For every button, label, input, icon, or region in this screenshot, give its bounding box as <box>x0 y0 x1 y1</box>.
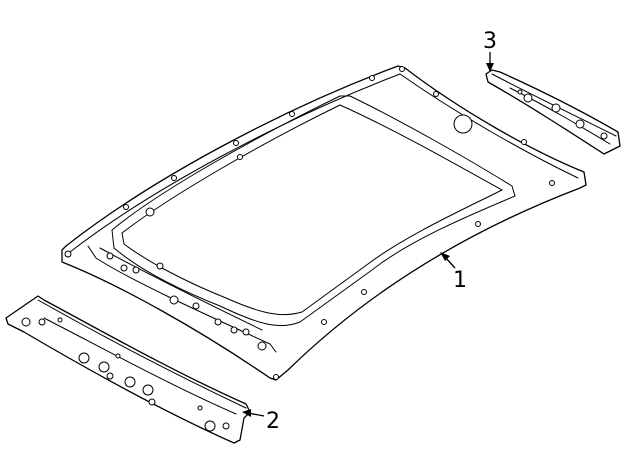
roof-panel-holes <box>64 66 555 380</box>
callout-3: 3 <box>483 29 497 72</box>
front-rail-channel <box>43 317 237 415</box>
rear-rail <box>485 69 621 155</box>
front-rail-flange <box>37 299 247 409</box>
callout-3-label: 3 <box>483 29 497 54</box>
roof-panel <box>61 65 587 381</box>
rear-rail-holes <box>517 89 608 140</box>
front-rail-outline <box>5 295 251 444</box>
front-header-lip-inner <box>99 247 263 331</box>
callout-2-label: 2 <box>266 409 280 434</box>
roof-panel-outline <box>61 65 587 381</box>
roof-panel-edge <box>69 73 579 253</box>
front-rail-holes <box>21 317 230 432</box>
rear-rail-channel <box>509 87 611 145</box>
front-header-lip <box>87 245 277 353</box>
sunroof-opening-inner <box>121 104 503 316</box>
sunroof-opening-outer <box>111 95 516 327</box>
callout-2: 2 <box>242 409 280 434</box>
callout-1-label: 1 <box>453 268 467 293</box>
front-rail <box>5 295 251 444</box>
roof-vent-ring <box>453 114 473 134</box>
callout-1: 1 <box>440 252 467 293</box>
